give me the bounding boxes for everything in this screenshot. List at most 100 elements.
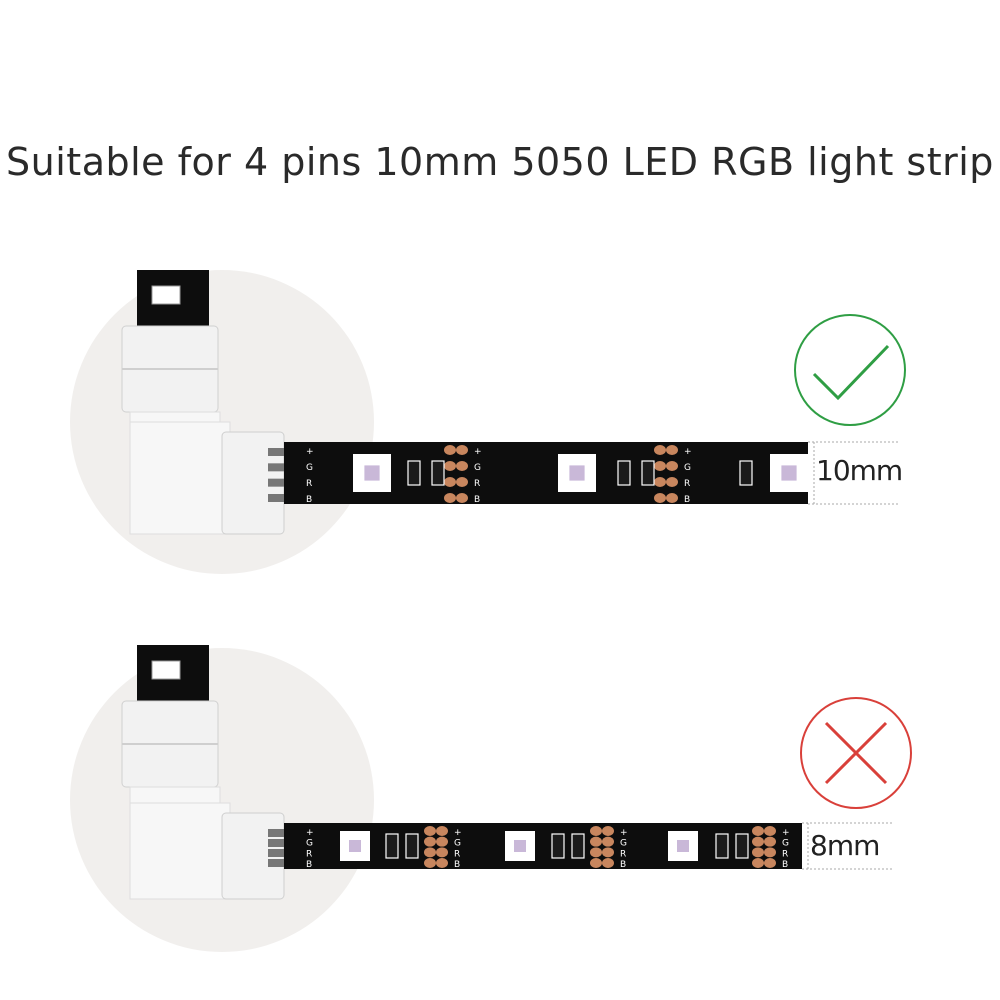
copper-pad: [764, 858, 776, 868]
width-label-8mm: 8mm: [810, 829, 880, 862]
pin-label: +: [306, 828, 314, 838]
copper-pad: [444, 493, 456, 503]
copper-pad: [456, 461, 468, 471]
strip-illustration-10mm: +GRB+GRB+GRB: [70, 270, 898, 574]
copper-pad: [456, 445, 468, 455]
strip-illustration-8mm: +GRB+GRB+GRB+GRB: [70, 645, 892, 952]
pin-label: R: [306, 849, 312, 859]
cross-icon: [798, 695, 914, 811]
resistor: [715, 833, 729, 859]
pin-label: R: [684, 479, 690, 489]
resistor: [739, 460, 753, 486]
connector-pin: [268, 494, 288, 502]
copper-pad: [666, 493, 678, 503]
led-die: [514, 840, 526, 852]
copper-pad: [654, 493, 666, 503]
connector-pin: [268, 478, 288, 487]
pin-label: B: [684, 495, 690, 505]
pin-label: G: [454, 839, 461, 849]
pin-label: R: [454, 849, 460, 859]
copper-pad: [436, 847, 448, 858]
resistor: [407, 460, 421, 486]
pin-label: +: [474, 447, 482, 457]
resistor: [385, 833, 399, 859]
resistor: [431, 460, 445, 486]
copper-pad: [602, 836, 614, 847]
copper-pad: [752, 836, 764, 847]
pin-label: B: [306, 495, 312, 505]
pin-label: +: [782, 828, 790, 838]
pin-label: G: [684, 463, 691, 473]
copper-pad: [436, 836, 448, 847]
copper-pad: [752, 858, 764, 868]
connector-body: [129, 421, 231, 535]
connector-pin: [268, 463, 288, 472]
copper-pad: [436, 826, 448, 836]
copper-pad: [590, 858, 602, 868]
copper-pad: [752, 826, 764, 836]
led-die: [781, 465, 797, 481]
pin-label: +: [454, 828, 462, 838]
pin-label: G: [620, 839, 627, 849]
page-title: Suitable for 4 pins 10mm 5050 LED RGB li…: [6, 140, 994, 184]
pin-label: +: [684, 447, 692, 457]
connector-pin: [268, 859, 288, 867]
copper-pad: [444, 461, 456, 471]
connector-body: [129, 802, 231, 900]
check-icon: [792, 312, 908, 428]
copper-pad: [444, 477, 456, 487]
copper-pad: [590, 836, 602, 847]
pin-label: +: [620, 828, 628, 838]
copper-pad: [590, 826, 602, 836]
pin-label: R: [306, 479, 312, 489]
pin-label: B: [306, 860, 312, 870]
resistor: [617, 460, 631, 486]
copper-pad: [456, 493, 468, 503]
pin-label: G: [474, 463, 481, 473]
pin-label: B: [474, 495, 480, 505]
copper-pad: [456, 477, 468, 487]
copper-pad: [602, 826, 614, 836]
copper-pad: [424, 858, 436, 868]
background-circle: [70, 648, 374, 952]
copper-pad: [764, 826, 776, 836]
copper-pad: [444, 445, 456, 455]
pin-label: G: [782, 839, 789, 849]
copper-pad: [590, 847, 602, 858]
pin-label: R: [474, 479, 480, 489]
copper-pad: [424, 836, 436, 847]
copper-pad: [752, 847, 764, 858]
pin-label: G: [306, 839, 313, 849]
resistor: [571, 833, 585, 859]
connector-pin: [268, 829, 288, 837]
copper-pad: [436, 858, 448, 868]
pin-label: R: [620, 849, 626, 859]
copper-pad: [666, 445, 678, 455]
resistor-chip: [151, 285, 181, 305]
copper-pad: [764, 847, 776, 858]
pin-label: B: [454, 860, 460, 870]
resistor-chip: [151, 660, 181, 680]
led-die: [349, 840, 361, 852]
resistor: [641, 460, 655, 486]
resistor: [551, 833, 565, 859]
resistor: [405, 833, 419, 859]
copper-pad: [602, 847, 614, 858]
led-die: [677, 840, 689, 852]
pin-label: B: [782, 860, 788, 870]
copper-pad: [424, 826, 436, 836]
pin-label: G: [306, 463, 313, 473]
copper-pad: [666, 477, 678, 487]
resistor: [735, 833, 749, 859]
copper-pad: [654, 461, 666, 471]
copper-pad: [424, 847, 436, 858]
connector-pin: [268, 849, 288, 857]
pin-label: R: [782, 849, 788, 859]
copper-pad: [602, 858, 614, 868]
led-die: [364, 465, 380, 481]
width-label-10mm: 10mm: [816, 454, 903, 487]
led-die: [569, 465, 585, 481]
copper-pad: [666, 461, 678, 471]
